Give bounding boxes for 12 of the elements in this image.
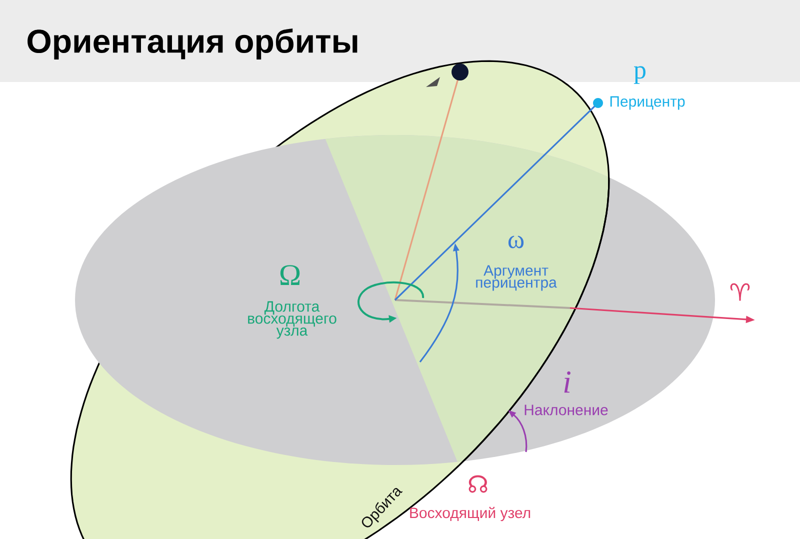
- point-label: Перицентр: [610, 96, 685, 110]
- symbol-label: ♈: [730, 283, 750, 301]
- point-label: Восходящий узел: [410, 506, 530, 522]
- angle-label: Аргумент перицентра: [476, 265, 557, 291]
- symbol-label: Ω: [280, 265, 300, 285]
- symbol-label: i: [564, 371, 570, 393]
- symbol-label: p: [634, 66, 646, 84]
- symbol-label: ω: [508, 236, 524, 248]
- symbol-label: ☊: [468, 475, 488, 493]
- angle-label: Наклонение: [524, 404, 608, 416]
- angle-label: Долгота восходящего узла: [248, 301, 336, 339]
- title: Ориентация орбиты: [28, 28, 358, 60]
